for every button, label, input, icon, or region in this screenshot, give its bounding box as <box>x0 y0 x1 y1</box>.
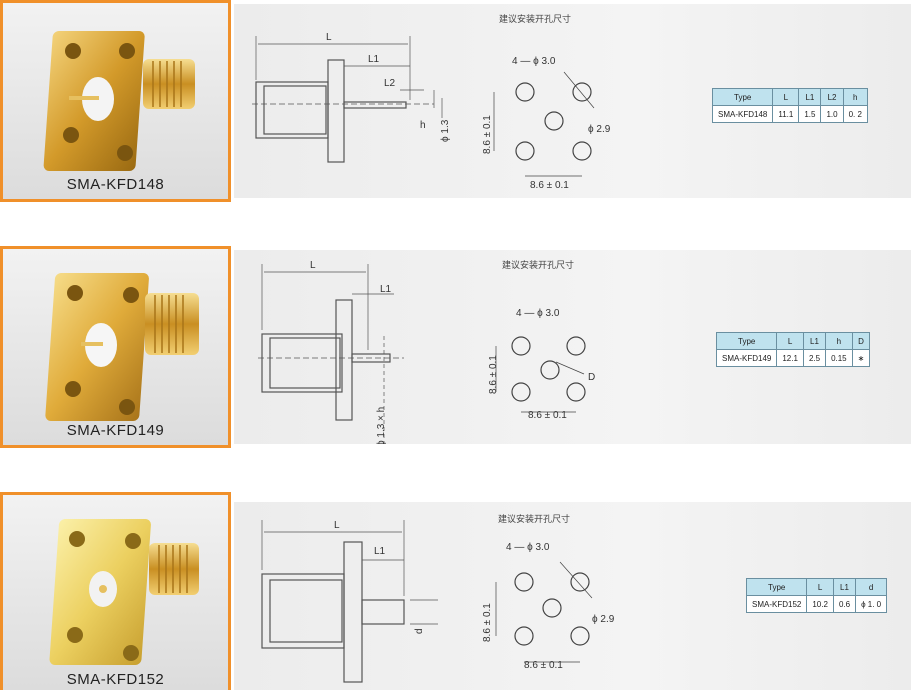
dim-vertical: 8.6 ± 0.1 <box>482 603 493 642</box>
connector-image <box>49 519 199 665</box>
col-type: Type <box>711 88 774 106</box>
col-d: d <box>855 578 888 596</box>
spec-table-2: Type L L1 h D SMA-KFD149 12.1 2.5 0.15 ∗ <box>715 332 871 367</box>
product-name: SMA-KFD149 <box>66 422 165 439</box>
product-name: SMA-KFD152 <box>66 671 165 688</box>
product-row-1: SMA-KFD148 建议安装开孔尺寸 L L1 L2 h <box>0 0 911 202</box>
product-photo-2[interactable]: SMA-KFD149 <box>0 246 231 448</box>
product-row-2: SMA-KFD149 建议安装开孔尺寸 L L1 ϕ 1.3 × h <box>0 246 911 448</box>
dim-L: L <box>334 520 340 531</box>
mount-hole-note: 建议安装开孔尺寸 <box>502 259 574 271</box>
spec-table-3: Type L L1 d SMA-KFD152 10.2 0.6 ϕ 1. 0 <box>745 578 888 613</box>
dimension-drawing-1: 建议安装开孔尺寸 L L1 L2 h ϕ 1.3 <box>234 4 911 198</box>
col-L: L <box>772 88 800 106</box>
cell-L: 10.2 <box>806 595 834 613</box>
cell-L1: 1.5 <box>798 105 822 123</box>
col-L: L <box>806 578 834 596</box>
table-row: SMA-KFD148 11.1 1.5 1.0 0. 2 <box>711 105 868 123</box>
col-L2: L2 <box>820 88 844 106</box>
cell-type: SMA-KFD148 <box>711 105 774 123</box>
col-h: h <box>825 332 853 350</box>
cell-L1: 0.6 <box>832 595 857 613</box>
cell-L2: 1.0 <box>820 105 844 123</box>
col-D: D <box>851 332 871 350</box>
cell-D: ∗ <box>851 349 871 367</box>
spec-table-1: Type L L1 L2 h SMA-KFD148 11.1 1.5 1.0 0… <box>711 88 868 123</box>
dim-vertical: 8.6 ± 0.1 <box>482 115 493 154</box>
cell-L: 11.1 <box>772 105 800 123</box>
dim-L1: L1 <box>380 284 392 295</box>
dim-h: h <box>420 120 426 131</box>
cell-type: SMA-KFD152 <box>745 595 808 613</box>
table-row: SMA-KFD152 10.2 0.6 ϕ 1. 0 <box>745 595 888 613</box>
dimension-drawing-3: 建议安装开孔尺寸 L L1 d <box>234 502 911 690</box>
col-type: Type <box>715 332 778 350</box>
dim-L2: L2 <box>384 78 396 89</box>
col-h: h <box>842 88 868 106</box>
cell-d: ϕ 1. 0 <box>855 595 888 613</box>
col-L: L <box>776 332 804 350</box>
dim-center: ϕ 2.9 <box>588 124 611 135</box>
product-name: SMA-KFD148 <box>66 176 165 193</box>
dim-L1: L1 <box>374 546 386 557</box>
dim-center: D <box>588 372 595 383</box>
mount-hole-note: 建议安装开孔尺寸 <box>498 513 570 525</box>
dim-pin: ϕ 1.3 <box>440 119 451 142</box>
dim-L: L <box>310 260 316 271</box>
cell-h: 0. 2 <box>842 105 868 123</box>
connector-image <box>45 273 199 421</box>
cell-type: SMA-KFD149 <box>715 349 778 367</box>
col-L1: L1 <box>802 332 827 350</box>
col-L1: L1 <box>798 88 822 106</box>
dim-holes: 4 — ϕ 3.0 <box>512 56 556 67</box>
dim-L1: L1 <box>368 54 380 65</box>
connector-image <box>43 31 195 171</box>
dim-holes: 4 — ϕ 3.0 <box>506 542 550 553</box>
dimension-drawing-2: 建议安装开孔尺寸 L L1 ϕ 1.3 × h <box>234 250 911 444</box>
mount-hole-note: 建议安装开孔尺寸 <box>499 13 571 25</box>
dim-L: L <box>326 32 332 43</box>
cell-L: 12.1 <box>776 349 804 367</box>
cell-L1: 2.5 <box>802 349 827 367</box>
dim-horizontal: 8.6 ± 0.1 <box>524 660 563 671</box>
dim-d: d <box>414 628 425 634</box>
dim-center: ϕ 2.9 <box>592 614 615 625</box>
dim-vertical: 8.6 ± 0.1 <box>488 355 499 394</box>
product-photo-1[interactable]: SMA-KFD148 <box>0 0 231 202</box>
product-row-3: SMA-KFD152 建议安装开孔尺寸 L L1 d <box>0 492 911 690</box>
dim-h: ϕ 1.3 × h <box>376 407 387 444</box>
dim-horizontal: 8.6 ± 0.1 <box>528 410 567 421</box>
cell-h: 0.15 <box>825 349 853 367</box>
dim-horizontal: 8.6 ± 0.1 <box>530 180 569 191</box>
col-type: Type <box>745 578 808 596</box>
dim-holes: 4 — ϕ 3.0 <box>516 308 560 319</box>
table-row: SMA-KFD149 12.1 2.5 0.15 ∗ <box>715 349 871 367</box>
col-L1: L1 <box>832 578 857 596</box>
product-photo-3[interactable]: SMA-KFD152 <box>0 492 231 690</box>
